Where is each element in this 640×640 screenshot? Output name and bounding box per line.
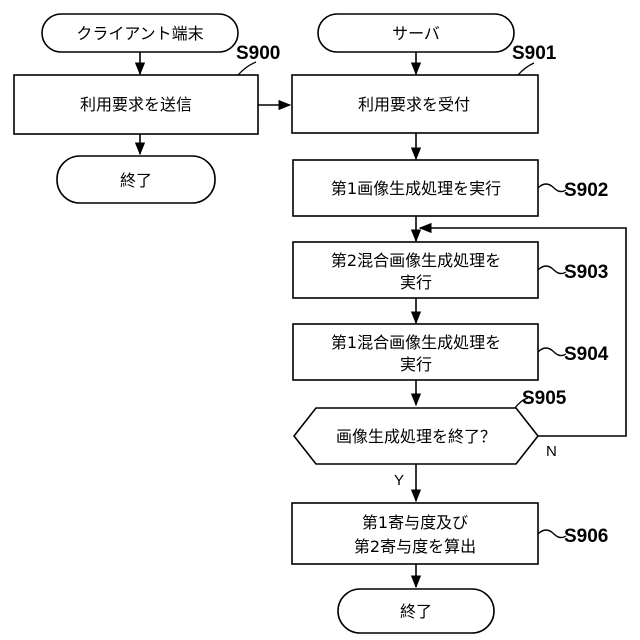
step-s901-receive-request: 利用要求を受付 [292,75,538,133]
contribution-label-line2: 第2寄与度を算出 [354,537,476,556]
client-end-node: 終了 [57,156,215,203]
decision-label: 画像生成処理を終了？ [336,427,496,446]
s906-leader-line [538,530,566,538]
step-s905-end-generation-decision: 画像生成処理を終了？ [294,408,538,464]
contribution-label-line1: 第1寄与度及び [362,513,468,532]
decision-no-label: N [546,443,557,460]
first-image-generation-label: 第1画像生成処理を実行 [331,179,501,198]
s903-leader-line [538,266,566,274]
client-start-label: クライアント端末 [76,24,203,43]
step-label-s905: S905 [522,388,567,409]
step-s904-first-mixed-image-generation: 第1混合画像生成処理を 実行 [293,324,538,380]
server-start-node: サーバ [318,14,514,52]
server-end-node: 終了 [338,589,494,633]
step-label-s906: S906 [564,526,608,547]
send-request-label: 利用要求を送信 [80,95,192,114]
s901-leader-line [518,63,534,75]
step-label-s904: S904 [564,344,609,365]
server-start-label: サーバ [392,24,440,43]
step-label-s901: S901 [512,43,557,64]
first-mixed-image-label-line1: 第1混合画像生成処理を [331,333,501,352]
step-label-s900: S900 [236,43,280,64]
client-end-label: 終了 [120,171,152,190]
client-start-node: クライアント端末 [42,14,238,52]
step-label-s903: S903 [564,262,608,283]
s902-leader-line [538,184,566,192]
step-s903-second-mixed-image-generation: 第2混合画像生成処理を 実行 [293,242,538,298]
step-s902-first-image-generation: 第1画像生成処理を実行 [293,160,538,216]
first-mixed-image-label-line2: 実行 [400,355,432,374]
second-mixed-image-label-line1: 第2混合画像生成処理を [331,251,501,270]
server-end-label: 終了 [400,602,432,621]
step-s900-send-request: 利用要求を送信 [14,75,258,134]
step-label-s902: S902 [564,180,608,201]
s904-leader-line [538,348,566,356]
step-s906-contribution-calculation: 第1寄与度及び 第2寄与度を算出 [292,503,538,564]
second-mixed-image-label-line2: 実行 [400,273,432,292]
receive-request-label: 利用要求を受付 [358,95,470,114]
decision-yes-label: Y [394,472,404,489]
